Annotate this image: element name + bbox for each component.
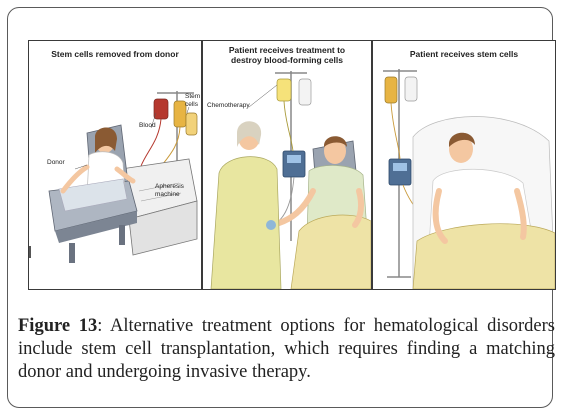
panel-title-line-2: destroy blood-forming cells <box>231 55 343 65</box>
label-donor: Donor <box>47 159 65 166</box>
treatment-scene-illustration <box>210 71 371 289</box>
panel-divider <box>371 41 373 289</box>
caption-label: Figure 13 <box>18 316 98 336</box>
label-stem-cells-1: Stem <box>185 93 201 100</box>
label-apheresis-1: Apheresis <box>155 183 184 190</box>
figure-caption: Figure 13: Alternative treatment options… <box>18 315 555 384</box>
stem-cell-transplant-illustration: Stem cells removed from donor <box>28 40 556 290</box>
figure-frame: Stem cells removed from donor <box>7 7 556 408</box>
panel-title: Patient receives stem cells <box>409 49 519 59</box>
panel-donor: Stem cells removed from donor <box>29 41 201 289</box>
transplant-scene-illustration <box>383 69 555 289</box>
panel-title: Stem cells removed from donor <box>51 49 179 59</box>
label-stem-cells-2: cells <box>185 101 199 108</box>
donor-scene-illustration <box>48 91 198 263</box>
panel-divider <box>201 41 203 289</box>
panel-treatment: Patient receives treatment to destroy bl… <box>203 41 371 289</box>
label-apheresis-2: machine <box>155 191 180 198</box>
panel-title-line-1: Patient receives treatment to <box>228 45 346 55</box>
label-chemotherapy: Chemotherapy <box>207 102 250 109</box>
label-blood: Blood <box>139 122 156 129</box>
caption-text: : Alternative treatment options for hema… <box>18 316 555 382</box>
panel-transplant: Patient receives stem cells <box>373 41 555 289</box>
edge-mark <box>29 246 31 258</box>
